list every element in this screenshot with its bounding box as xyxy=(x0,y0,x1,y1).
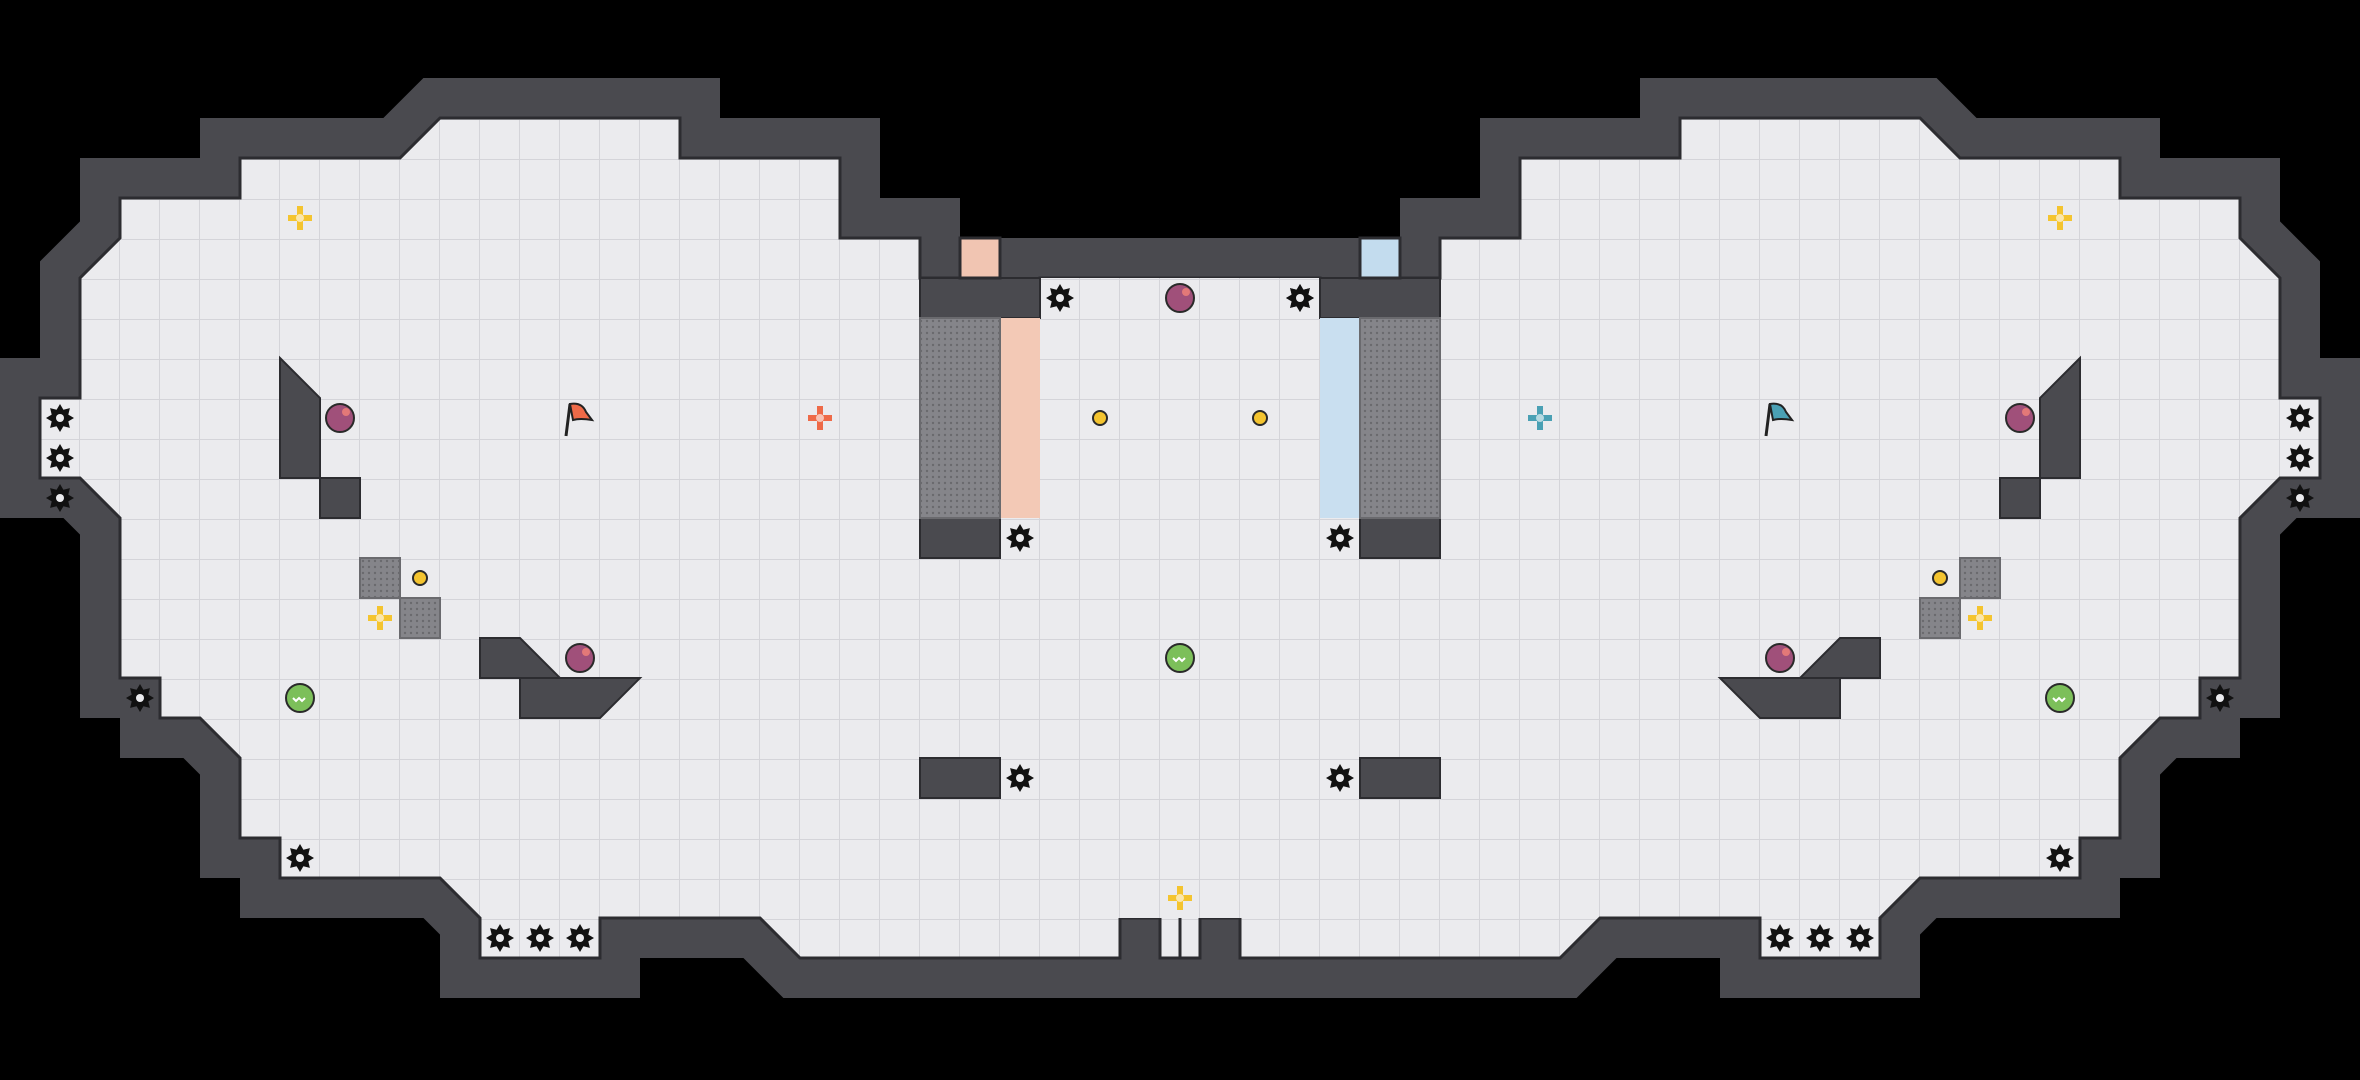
powerup-icon xyxy=(1165,283,1195,313)
bomb-icon xyxy=(1165,643,1195,673)
boost-pad-icon xyxy=(1932,570,1948,586)
spike-icon xyxy=(286,844,314,872)
wall-ramp xyxy=(319,477,361,519)
spike-icon xyxy=(526,924,554,952)
spike-icon xyxy=(46,404,74,432)
red-flag-icon xyxy=(564,402,595,437)
red-team-tile xyxy=(958,236,1002,280)
spike-icon xyxy=(126,684,154,712)
obstacle-layer xyxy=(279,236,2081,799)
spike-icon xyxy=(566,924,594,952)
blue-gate xyxy=(1359,317,1441,519)
neutral-spawn-icon xyxy=(2048,206,2072,230)
spike-icon xyxy=(2206,684,2234,712)
wall-block xyxy=(919,757,1001,799)
wall-block xyxy=(919,277,1041,319)
boost-pad-icon xyxy=(1252,410,1268,426)
blue-team-zone xyxy=(1320,318,1360,518)
spike-icon xyxy=(1766,924,1794,952)
wall-ramp xyxy=(1999,477,2041,519)
boost-pad-icon xyxy=(412,570,428,586)
spike-icon xyxy=(2286,484,2314,512)
neutral-spawn-icon xyxy=(288,206,312,230)
boost-pad-icon xyxy=(1092,410,1108,426)
wall-block xyxy=(919,517,1001,559)
red-gate xyxy=(919,317,1001,519)
neutral-spawn-icon xyxy=(368,606,392,630)
wall-block xyxy=(1359,757,1441,799)
powerup-icon xyxy=(565,643,595,673)
spike-icon xyxy=(1286,284,1314,312)
wall-block xyxy=(1319,277,1441,319)
blue-team-tile xyxy=(1358,236,1402,280)
gate-tile xyxy=(399,597,441,639)
item-layer xyxy=(46,206,2314,952)
spike-icon xyxy=(1006,524,1034,552)
wall-ramp xyxy=(1717,677,1841,719)
spike-icon xyxy=(486,924,514,952)
spike-icon xyxy=(2286,444,2314,472)
gate-tile xyxy=(359,557,401,599)
neutral-spawn-icon xyxy=(1968,606,1992,630)
neutral-spawn-icon xyxy=(1168,886,1192,910)
spike-icon xyxy=(1326,764,1354,792)
spike-icon xyxy=(1846,924,1874,952)
wall-block xyxy=(1359,517,1441,559)
red-team-zone xyxy=(1000,318,1040,518)
spike-icon xyxy=(46,484,74,512)
floor-layer xyxy=(38,116,2322,960)
bomb-icon xyxy=(285,683,315,713)
spike-icon xyxy=(1326,524,1354,552)
bomb-icon xyxy=(2045,683,2075,713)
spike-icon xyxy=(1046,284,1074,312)
powerup-icon xyxy=(325,403,355,433)
powerup-icon xyxy=(1765,643,1795,673)
gate-tile xyxy=(1919,597,1961,639)
gate-tile xyxy=(1959,557,2001,599)
spike-icon xyxy=(46,444,74,472)
spike-icon xyxy=(1006,764,1034,792)
red-spawn-icon xyxy=(808,406,832,430)
spike-icon xyxy=(2286,404,2314,432)
spike-icon xyxy=(2046,844,2074,872)
blue-spawn-icon xyxy=(1528,406,1552,430)
center-floor xyxy=(1040,278,1320,918)
blue-flag-icon xyxy=(1764,402,1795,437)
spike-icon xyxy=(1806,924,1834,952)
powerup-icon xyxy=(2005,403,2035,433)
wall-ramp xyxy=(519,677,643,719)
